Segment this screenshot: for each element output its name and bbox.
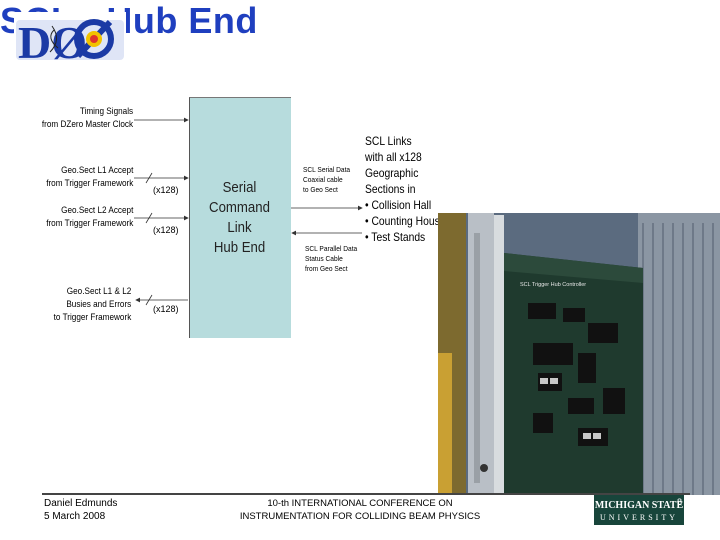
hub-label: Serial Command Link Hub End bbox=[209, 179, 270, 256]
board-label: SCL Trigger Hub Controller bbox=[520, 282, 586, 288]
footer-divider bbox=[42, 493, 690, 495]
svg-text:MICHIGAN STATE: MICHIGAN STATE bbox=[595, 500, 684, 511]
hub-board-photo: SCL Trigger Hub Controller bbox=[438, 213, 720, 495]
scl-links-text: SCL Links with all x128 Geographic Secti… bbox=[365, 134, 446, 244]
multiplicity-l1: (x128) bbox=[153, 185, 179, 195]
footer-author: Daniel Edmunds 5 March 2008 bbox=[44, 498, 118, 522]
multiplicity-l2: (x128) bbox=[153, 225, 179, 235]
d0-logo: DØ bbox=[14, 12, 126, 64]
page-number: 8 bbox=[677, 497, 683, 507]
hub-block bbox=[189, 97, 291, 338]
svg-text:UNIVERSITY: UNIVERSITY bbox=[600, 513, 678, 522]
footer-conference: 10-th INTERNATIONAL CONFERENCE ON INSTRU… bbox=[239, 498, 481, 522]
msu-logo: MICHIGAN STATE UNIVERSITY bbox=[594, 495, 684, 525]
multiplicity-busies: (x128) bbox=[153, 304, 179, 314]
